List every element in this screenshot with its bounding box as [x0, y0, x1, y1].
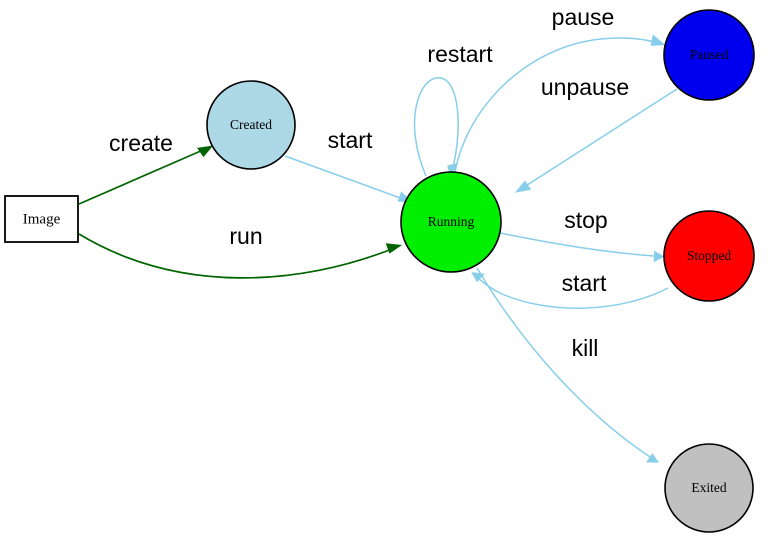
edge-restart[interactable]: restart — [413, 41, 494, 178]
node-image-shape — [4, 195, 79, 243]
edge-kill-arrowhead — [646, 453, 659, 463]
edge-create-arrowhead — [197, 145, 214, 158]
node-created[interactable]: Created — [206, 80, 296, 170]
node-paused-shape — [663, 9, 755, 101]
edge-start-stopped-label: start — [562, 270, 607, 296]
edge-unpause-label: unpause — [541, 74, 629, 100]
edge-run-path — [78, 233, 393, 279]
edge-unpause-arrowhead — [514, 180, 532, 193]
node-exited-shape — [664, 443, 754, 533]
edge-start-created[interactable]: start — [284, 127, 414, 203]
node-created-shape — [206, 80, 296, 170]
node-running[interactable]: Running — [400, 171, 502, 273]
edge-create[interactable]: create — [78, 130, 214, 205]
edge-create-path — [78, 149, 204, 205]
edge-unpause-path — [523, 88, 678, 188]
edge-run[interactable]: run — [78, 223, 403, 279]
edge-kill-path — [476, 267, 651, 458]
edge-create-label: create — [109, 130, 173, 156]
node-stopped[interactable]: Stopped — [663, 210, 755, 302]
edge-restart-path — [413, 77, 459, 177]
edge-kill[interactable]: kill — [476, 267, 659, 463]
edge-start-created-path — [284, 155, 404, 200]
edge-start-created-label: start — [328, 127, 373, 153]
edge-run-label: run — [229, 223, 262, 249]
edge-stop-label: stop — [564, 207, 607, 233]
node-stopped-shape — [663, 210, 755, 302]
edge-run-arrowhead — [385, 243, 403, 254]
node-running-shape — [400, 171, 502, 273]
node-running-label: Running — [428, 214, 475, 229]
edge-pause[interactable]: pause — [454, 4, 666, 173]
edge-stop[interactable]: stop — [499, 207, 665, 263]
edge-stop-path — [499, 232, 655, 257]
edge-restart-label: restart — [427, 41, 493, 67]
edge-pause-label: pause — [552, 4, 615, 30]
node-exited[interactable]: Exited — [664, 443, 754, 533]
node-stopped-label: Stopped — [687, 248, 732, 263]
edge-start-stopped[interactable]: start — [471, 270, 669, 309]
edge-pause-path — [454, 37, 656, 173]
node-image[interactable]: Image — [4, 195, 79, 243]
node-created-label: Created — [230, 117, 272, 132]
node-exited-label: Exited — [691, 480, 726, 495]
node-paused-label: Paused — [690, 47, 728, 62]
edge-stop-arrowhead — [653, 250, 665, 263]
edge-unpause[interactable]: unpause — [514, 74, 678, 193]
node-paused[interactable]: Paused — [663, 9, 755, 101]
edge-kill-label: kill — [572, 335, 599, 361]
node-image-label: Image — [23, 211, 61, 227]
edge-pause-arrowhead — [650, 34, 666, 46]
